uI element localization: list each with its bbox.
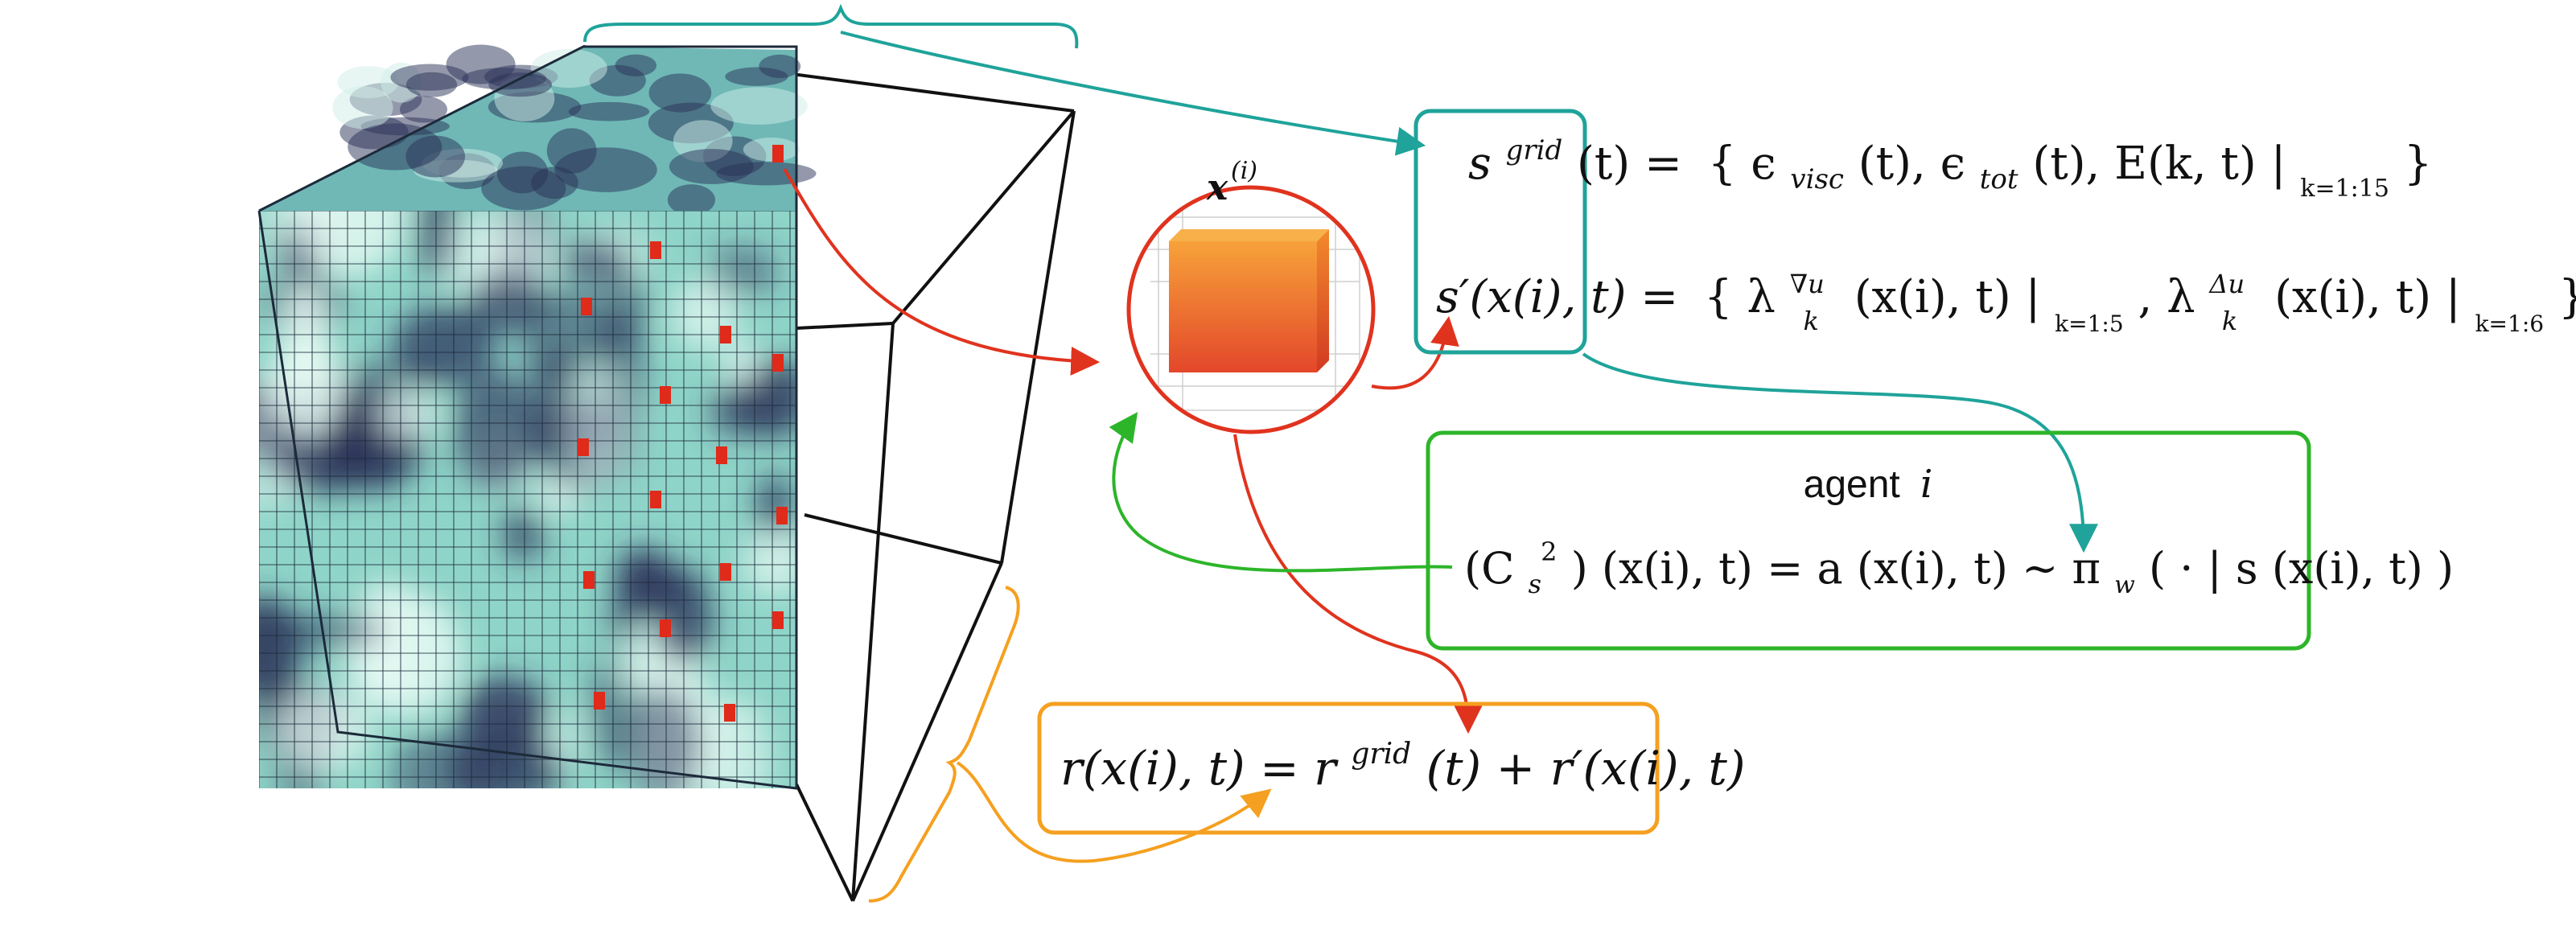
turbulence-blob	[743, 530, 796, 595]
orange-side-bracket	[868, 586, 1020, 903]
agent-box-border	[1426, 430, 2311, 651]
cube-outline	[257, 45, 798, 790]
teal-arrow-to-sgrid	[840, 31, 1426, 156]
turbulence-blob	[701, 696, 771, 788]
turbulence-blob	[759, 54, 801, 78]
marked-agent-cell	[720, 326, 731, 343]
turbulence-blob	[626, 686, 702, 788]
turbulence-blob	[548, 707, 582, 770]
turbulence-blob	[667, 184, 716, 216]
zoom-cube-side	[1317, 229, 1329, 372]
marked-agent-cell	[650, 491, 661, 508]
red-arrow-cell-to-zoom	[783, 167, 1101, 376]
turbulence-blob	[648, 73, 712, 113]
green-arrow-agent-to-zoom	[1109, 412, 1453, 573]
marked-agent-cell	[716, 446, 727, 464]
turbulence-blob	[530, 48, 607, 88]
red-arrow-zoom-to-slocal	[1371, 315, 1459, 390]
turbulence-blob	[756, 473, 793, 543]
marked-agent-cell	[578, 438, 589, 456]
turbulence-blob	[399, 96, 447, 123]
zoom-cube-top	[1169, 229, 1329, 241]
equation-policy: (C s 2 ) (x(i), t) = a (x(i), t) ∼ π w (…	[1464, 520, 2454, 603]
turbulence-blob	[500, 507, 545, 563]
turbulence-blob	[723, 339, 759, 388]
state-box	[1414, 109, 1587, 355]
svg-text:s grid (t) =: s grid (t) = { ϵ visc (t), ϵ tot (t), E(…	[1468, 118, 2432, 208]
reward-box-border	[1037, 701, 1660, 835]
turbulence-blob	[270, 614, 385, 649]
zoom-circle-border	[1126, 185, 1376, 434]
turbulence-blob	[348, 123, 442, 171]
zoom-cube-front	[1169, 241, 1317, 372]
turbulence-blob	[462, 68, 547, 90]
equation-s-grid: s grid (t) = { ϵ visc (t), ϵ tot (t), E(…	[1468, 118, 2432, 208]
marked-agent-cell	[776, 507, 788, 524]
agent-title: agent i	[1804, 462, 1933, 507]
equation-s-local: s′(x(i), t) = { λ ∇u k (x(i), t) | k=1:5…	[1436, 252, 2576, 343]
turbulence-blob	[353, 578, 415, 698]
turbulence-blob	[418, 211, 456, 279]
turbulence-blob	[608, 591, 643, 648]
turbulence-blob	[669, 149, 754, 184]
svg-text:s′(x(i), t) = { λ: s′(x(i), t) = { λ ∇u k (x(i), t) | k=1:5…	[1436, 252, 2576, 343]
turbulence-blob	[567, 363, 629, 487]
marked-agent-cell	[772, 354, 784, 372]
turbulence-blob	[332, 86, 393, 130]
turbulence-blob	[597, 266, 649, 350]
marked-agent-cell	[650, 241, 661, 259]
zoom-label-index: (i)	[1231, 157, 1257, 185]
marked-agent-cell	[660, 386, 671, 404]
marked-agent-cell	[772, 145, 784, 162]
turbulence-blob	[292, 211, 406, 277]
magnifier-circle-icon: x (i)	[1126, 157, 1376, 434]
marked-agent-cell	[724, 704, 735, 722]
cube-wireframe	[582, 45, 1076, 902]
marked-agent-cell	[594, 692, 605, 710]
turbulence-blob	[496, 151, 549, 194]
marked-agent-cell	[583, 571, 595, 589]
marked-agent-cell	[581, 298, 592, 315]
turbulence-blob	[376, 390, 439, 438]
zoom-label-x: x	[1206, 167, 1228, 208]
marked-agent-cell	[720, 563, 731, 581]
teal-top-bracket	[583, 3, 1079, 49]
teal-arrow-state-to-policy	[1582, 352, 2098, 553]
cube-front-face	[259, 211, 796, 788]
cube-top-face	[259, 44, 817, 216]
turbulence-blob	[270, 338, 344, 436]
marked-agent-cell	[660, 619, 671, 637]
reward-box: r(x(i), t) = r grid (t) + r′(x(i), t)	[1037, 701, 1745, 835]
turbulence-blob	[390, 64, 469, 91]
agent-box: agent i (C s 2 ) (x(i), t) = a (x(i), t)…	[1426, 430, 2454, 651]
orange-arrow-to-reward	[956, 761, 1272, 863]
turbulence-blob	[546, 128, 597, 174]
turbulence-blob	[389, 729, 501, 788]
turbulence-blob	[710, 87, 808, 125]
turbulence-blob	[259, 595, 302, 700]
turbulence-blob	[275, 689, 372, 771]
turbulence-blob	[568, 101, 650, 121]
equation-reward: r(x(i), t) = r grid (t) + r′(x(i), t)	[1060, 720, 1745, 796]
marked-agent-cell	[772, 611, 784, 629]
turbulence-blob	[707, 244, 779, 298]
turbulence-blob	[459, 676, 549, 754]
turbulence-blob	[743, 138, 800, 162]
cube-grid-icon	[257, 44, 1076, 902]
red-arrow-zoom-to-reward	[1233, 434, 1483, 734]
